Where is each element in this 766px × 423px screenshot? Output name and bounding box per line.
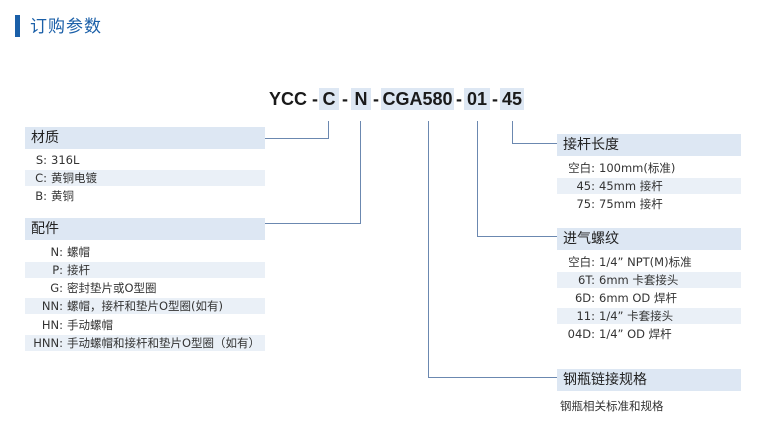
fitting-row: G: 密封垫片或O型圈 <box>25 280 265 296</box>
row-key: 6T: <box>578 273 595 287</box>
inlet-thread-row: 6T: 6mm 卡套接头 <box>557 272 741 288</box>
fitting-row: N: 螺帽 <box>25 244 265 260</box>
connector-inlet <box>477 236 557 237</box>
section-header-fitting: 配件 <box>25 218 265 240</box>
material-row: B: 黄铜 <box>25 188 265 204</box>
row-key: 75: <box>576 197 595 211</box>
code-dash: - <box>342 89 348 109</box>
row-key: G: <box>50 281 63 295</box>
code-dash: - <box>312 89 318 109</box>
row-key: B: <box>35 189 47 203</box>
connector-fitting <box>265 223 361 224</box>
row-key: S: <box>35 153 47 167</box>
inlet-thread-row: 6D: 6mm OD 焊杆 <box>557 290 741 306</box>
fitting-row: HNN: 手动螺帽和接杆和垫片O型圈（如有） <box>25 335 265 351</box>
code-prefix: YCC <box>268 89 307 109</box>
row-value: 75mm 接杆 <box>599 197 663 211</box>
inlet-thread-row: 11: 1/4” 卡套接头 <box>557 308 741 324</box>
title-accent-bar <box>15 15 20 37</box>
connector-stem <box>512 121 513 144</box>
row-value: 黄铜电镀 <box>51 171 97 185</box>
fitting-row: NN: 螺帽，接杆和垫片O型圈(如有) <box>25 298 265 314</box>
row-value: 100mm(标准) <box>599 161 676 175</box>
code-stem: 45 <box>500 88 524 110</box>
connector-material <box>265 138 329 139</box>
row-key: 空白: <box>568 161 595 175</box>
code-dash: - <box>492 89 498 109</box>
connector-fitting <box>360 121 361 224</box>
row-key: HNN: <box>33 336 63 350</box>
row-value: 6mm 卡套接头 <box>599 273 679 287</box>
row-value: 螺帽，接杆和垫片O型圈(如有) <box>67 299 224 313</box>
stem-length-row: 空白: 100mm(标准) <box>557 160 741 176</box>
material-row: C: 黄铜电镀 <box>25 170 265 186</box>
connector-cylinder <box>428 121 429 378</box>
row-key: 11: <box>576 309 595 323</box>
section-header-cylinder: 钢瓶链接规格 <box>557 369 741 391</box>
row-value: 6mm OD 焊杆 <box>599 291 677 305</box>
material-row: S: 316L <box>25 152 265 168</box>
row-key: N: <box>50 245 63 259</box>
code-material: C <box>319 88 339 110</box>
inlet-thread-row: 空白: 1/4” NPT(M)标准 <box>557 254 741 270</box>
row-value: 手动螺帽 <box>67 318 113 332</box>
row-value: 手动螺帽和接杆和垫片O型圈（如有） <box>67 336 261 350</box>
connector-cylinder <box>428 377 557 378</box>
fitting-row: HN: 手动螺帽 <box>25 317 265 333</box>
code-dash: - <box>456 89 462 109</box>
row-key: HN: <box>41 318 63 332</box>
inlet-thread-row: 04D: 1/4” OD 焊杆 <box>557 326 741 342</box>
code-inlet: 01 <box>464 88 490 110</box>
stem-length-row: 75: 75mm 接杆 <box>557 196 741 212</box>
connector-inlet <box>477 121 478 237</box>
row-key: 6D: <box>574 291 595 305</box>
code-cylinder: CGA580 <box>381 88 454 110</box>
row-key: P: <box>52 263 63 277</box>
fitting-row: P: 接杆 <box>25 262 265 278</box>
connector-material <box>328 121 329 139</box>
row-value: 45mm 接杆 <box>599 179 663 193</box>
page-title: 订购参数 <box>30 17 102 37</box>
code-fitting: N <box>351 88 371 110</box>
row-value: 1/4” OD 焊杆 <box>599 327 672 341</box>
row-key: 45: <box>576 179 595 193</box>
connector-stem <box>512 143 557 144</box>
row-key: 空白: <box>568 255 595 269</box>
row-value: 316L <box>51 153 80 167</box>
row-value: 1/4” 卡套接头 <box>599 309 674 323</box>
row-value: 黄铜 <box>51 189 74 203</box>
row-value: 1/4” NPT(M)标准 <box>599 255 692 269</box>
section-header-stem-length: 接杆长度 <box>557 134 741 156</box>
row-key: NN: <box>41 299 63 313</box>
row-value: 接杆 <box>67 263 90 277</box>
cylinder-note: 钢瓶相关标准和规格 <box>560 399 664 413</box>
row-key: 04D: <box>567 327 595 341</box>
stem-length-row: 45: 45mm 接杆 <box>557 178 741 194</box>
code-dash: - <box>373 89 379 109</box>
row-value: 密封垫片或O型圈 <box>67 281 157 295</box>
row-value: 螺帽 <box>67 245 90 259</box>
section-header-inlet-thread: 进气螺纹 <box>557 228 741 250</box>
row-key: C: <box>35 171 47 185</box>
section-header-material: 材质 <box>25 127 265 149</box>
